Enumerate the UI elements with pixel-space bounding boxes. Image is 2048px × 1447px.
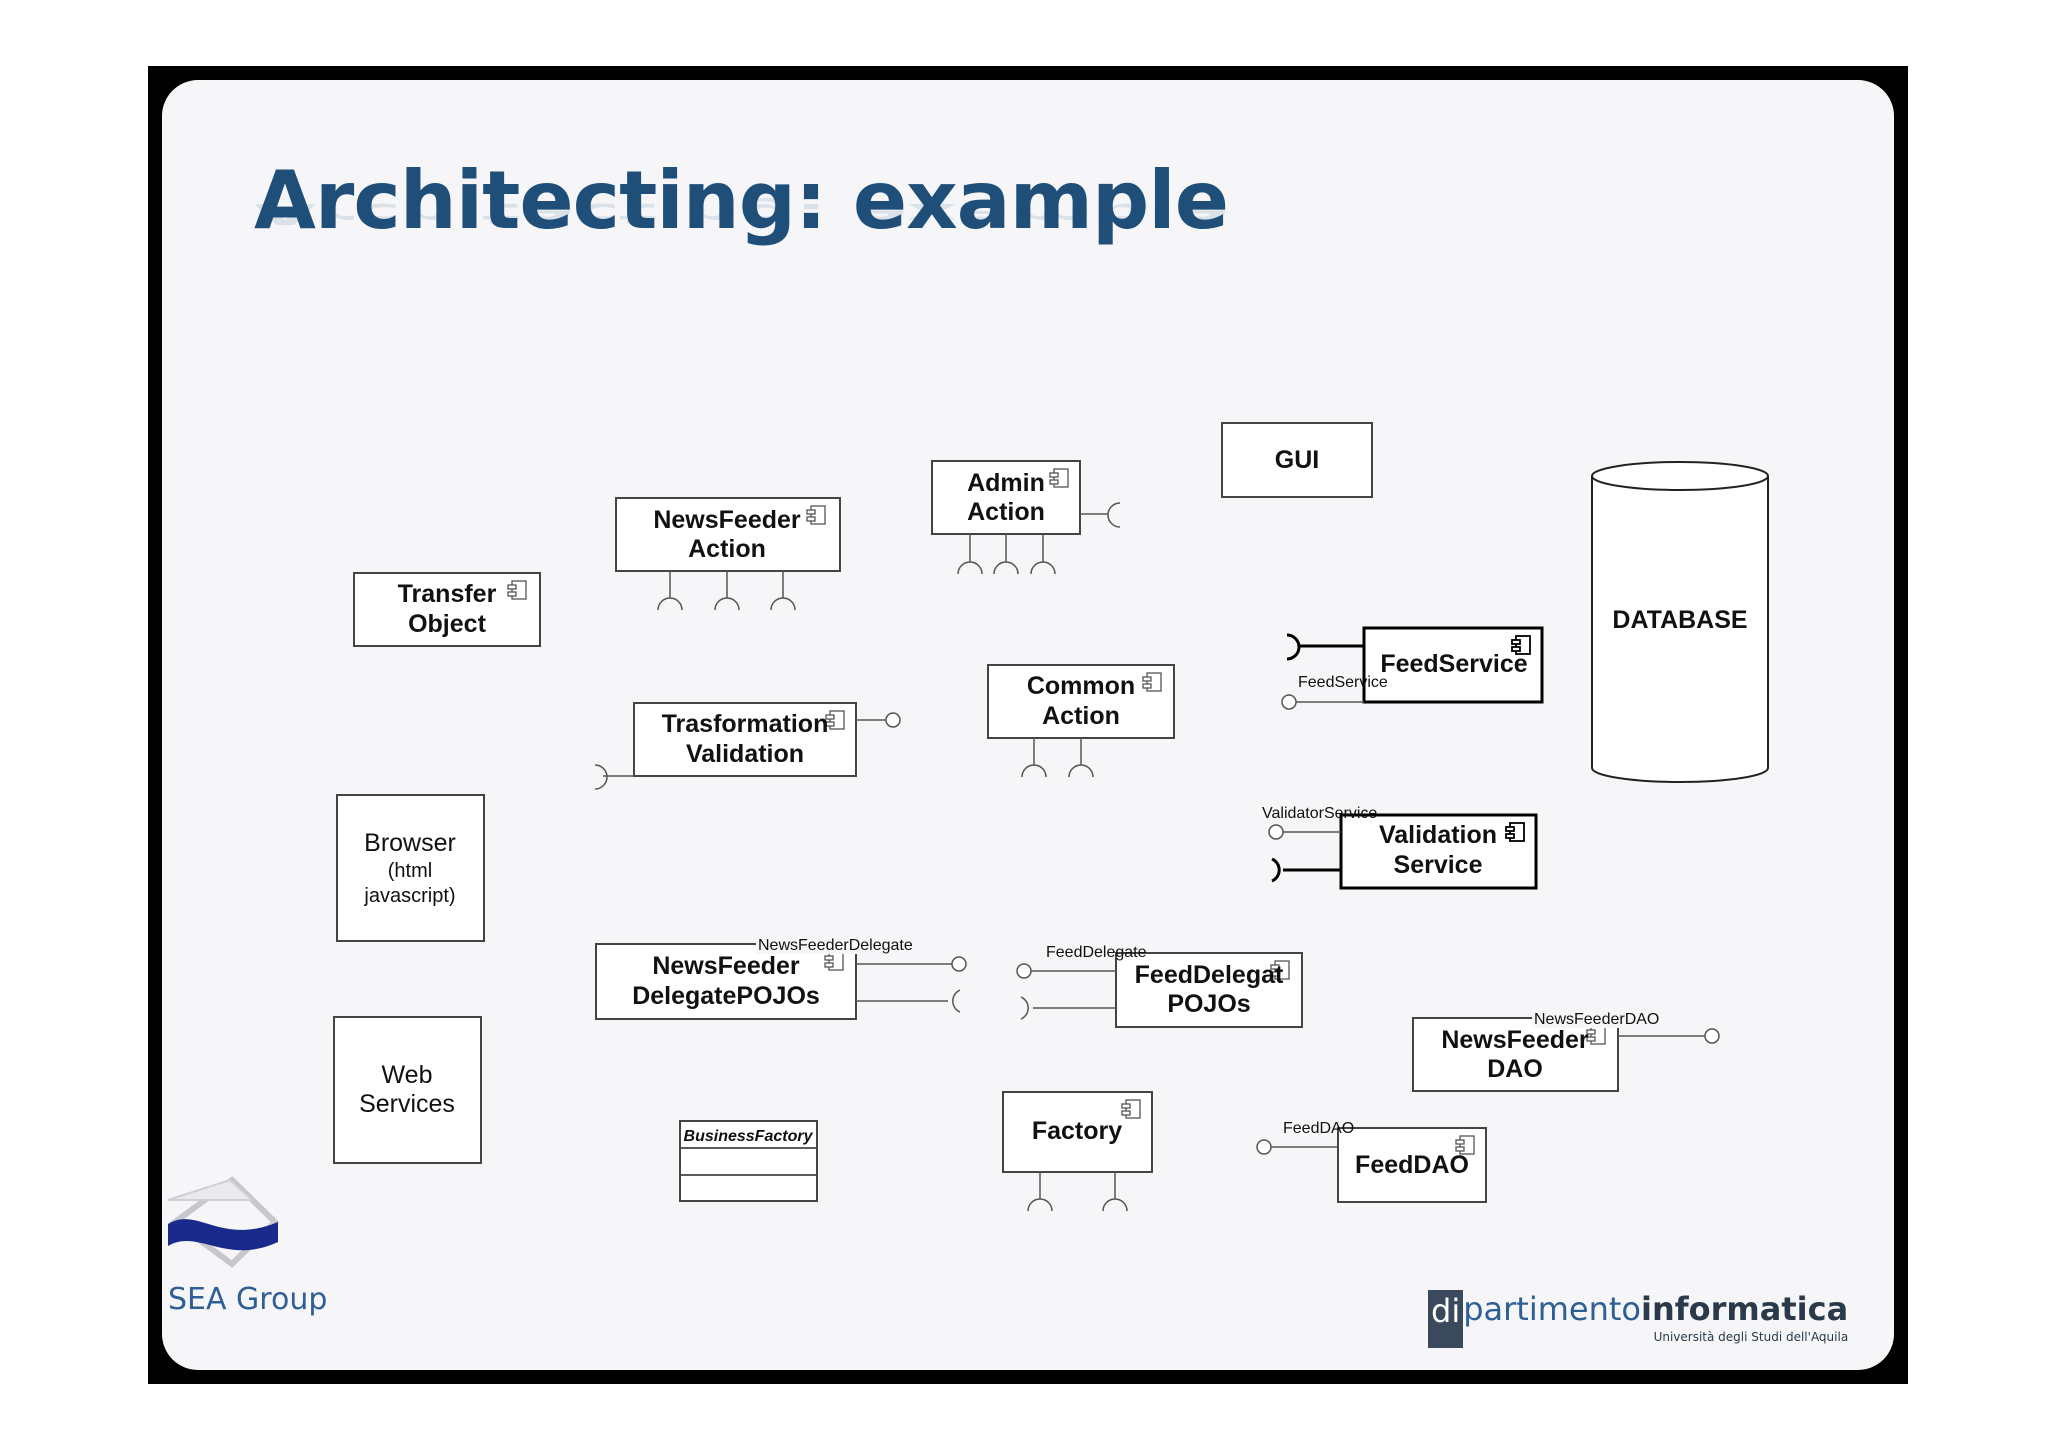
dept-logo-prefix: di [1428,1290,1464,1348]
feed-dao-component[interactable]: FeedDAO FeedDAO [1256,1120,1487,1203]
newsfeeder-dao-label-2: DAO [1487,1055,1543,1083]
browser-label-2: (html [388,860,432,882]
business-factory-class[interactable]: BusinessFactory [679,1120,818,1202]
sea-group-label: SEA Group [168,1282,328,1317]
trasformation-validation-label-2: Validation [686,740,804,768]
interface-connectors [1256,1139,1338,1155]
common-action-label-2: Action [1042,702,1120,730]
port-label-backdrop [756,934,924,954]
newsfeeder-dao-port-label: NewsFeederDAO [1534,1011,1659,1028]
business-factory-label: BusinessFactory [684,1128,814,1145]
feed-dao-label: FeedDAO [1355,1151,1469,1179]
admin-action-label-1: Admin [967,469,1045,497]
trasformation-validation-component[interactable]: Trasformation Validation [594,702,901,790]
transfer-object-label-2: Object [408,610,486,638]
feed-delegate-port-label: FeedDelegate [1046,944,1147,961]
newsfeeder-action-component[interactable]: NewsFeeder Action [615,497,841,611]
newsfeeder-delegate-port-label: NewsFeederDelegate [758,937,913,954]
transfer-object-label-1: Transfer [398,580,497,608]
dept-name-bold: informatica [1640,1290,1849,1328]
university-name: Università degli Studi dell'Aquila [1653,1330,1849,1344]
database-label: DATABASE [1612,606,1747,634]
feed-delegate-label-2: POJOs [1167,990,1250,1018]
required-interface-sockets [657,571,796,611]
sea-group-logo-icon [167,1176,280,1268]
interface-connectors [856,956,967,1013]
browser-label-3: javascript) [363,885,455,907]
validation-service-label-1: Validation [1379,821,1497,849]
feed-delegate-pojos-component[interactable]: FeedDelegat POJOs FeedDelegate [1016,944,1303,1028]
database-cylinder[interactable]: DATABASE [1591,461,1769,783]
newsfeeder-dao-component[interactable]: NewsFeeder DAO NewsFeederDAO [1412,1008,1720,1092]
interface-connectors [594,712,901,790]
feed-dao-port-label: FeedDAO [1283,1120,1354,1137]
newsfeeder-action-label-1: NewsFeeder [653,506,801,534]
feed-delegate-label-1: FeedDelegat [1135,961,1284,989]
required-interface-sockets [1021,738,1094,778]
slide-title: Architecting: example [254,154,1229,247]
common-action-component[interactable]: Common Action [987,664,1175,778]
validator-service-port-label: ValidatorService [1262,805,1377,822]
feed-service-port-label: FeedService [1298,674,1388,691]
validation-service-component[interactable]: Validation Service ValidatorService [1262,805,1538,890]
gui-label: GUI [1275,446,1319,474]
browser-component[interactable]: Browser (html javascript) [336,794,485,942]
admin-action-label-2: Action [967,498,1045,526]
interface-connectors [1016,963,1116,1020]
newsfeeder-delegate-label-1: NewsFeeder [652,952,800,980]
admin-action-component[interactable]: Admin Action [931,460,1121,575]
gui-component[interactable]: GUI [1221,422,1373,498]
factory-component[interactable]: Factory [1002,1091,1153,1212]
interface-connectors [1618,1028,1720,1044]
dept-name-light: partimento [1463,1290,1641,1328]
dept-name: partimentoinformatica [1463,1290,1848,1328]
common-action-label-1: Common [1027,672,1135,700]
web-services-component[interactable]: Web Services [333,1016,482,1164]
required-interface-sockets [957,502,1121,575]
newsfeeder-delegate-pojos-component[interactable]: NewsFeeder DelegatePOJOs NewsFeederDeleg… [595,934,967,1020]
validation-service-connectors [1268,824,1341,883]
transfer-object-component[interactable]: Transfer Object [353,572,541,647]
web-services-label-1: Web [382,1061,433,1089]
factory-label: Factory [1032,1117,1122,1145]
feed-service-connectors [1281,633,1364,710]
trasformation-validation-label-1: Trasformation [662,710,829,738]
port-label-backdrop [1532,1008,1668,1028]
browser-label-1: Browser [364,829,456,857]
validation-service-label-2: Service [1394,851,1483,879]
feed-service-label: FeedService [1380,650,1527,678]
newsfeeder-action-label-2: Action [688,535,766,563]
newsfeeder-delegate-label-2: DelegatePOJOs [632,982,820,1010]
web-services-label-2: Services [359,1090,455,1118]
required-interface-sockets [1027,1172,1128,1212]
newsfeeder-dao-label-1: NewsFeeder [1441,1026,1589,1054]
feed-service-component[interactable]: FeedService FeedService [1281,626,1544,710]
